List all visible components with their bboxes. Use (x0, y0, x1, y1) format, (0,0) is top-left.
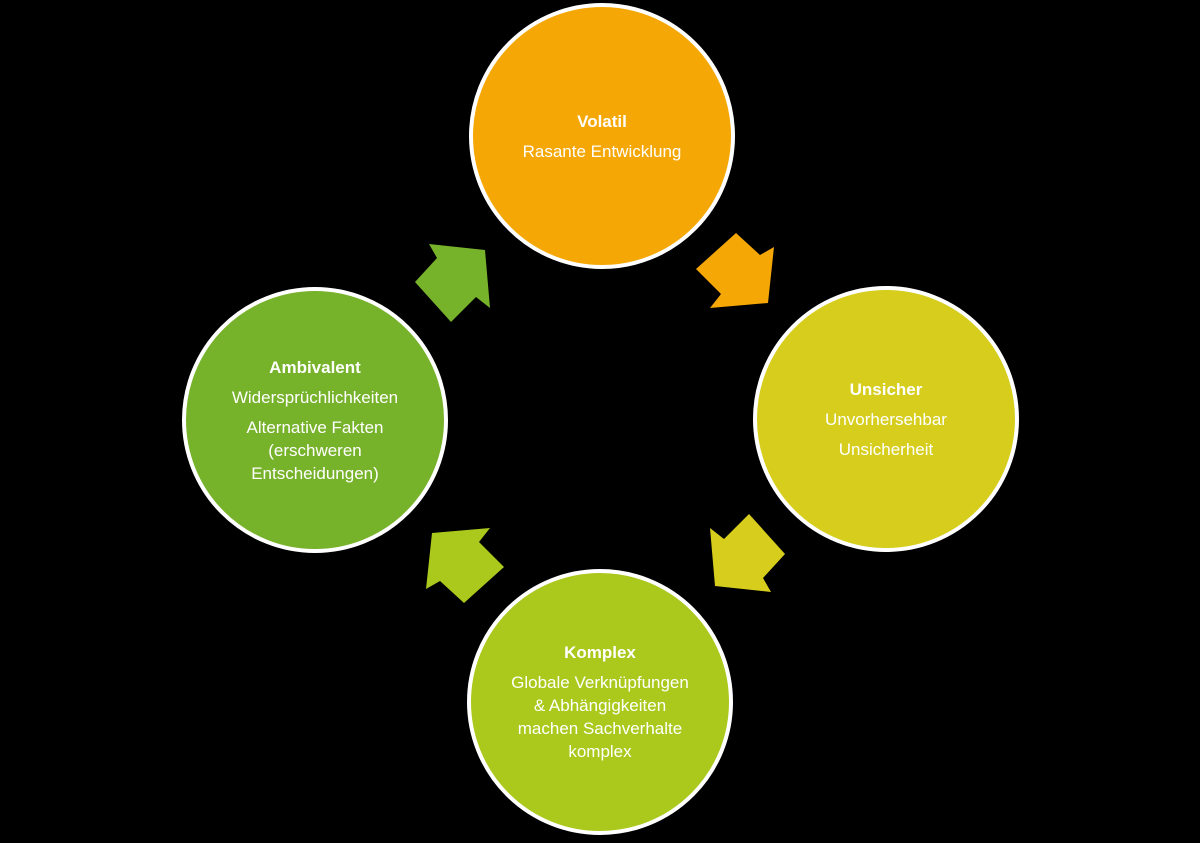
node-body-volatil: Rasante Entwicklung (523, 133, 682, 163)
node-paragraph: Widersprüchlichkeiten (231, 387, 399, 407)
cycle-arrow-komplex-to-ambivalent (426, 528, 504, 603)
node-body-komplex: Globale Verknüpfungen & Abhängigkeiten m… (511, 664, 689, 763)
node-volatil: Volatil Rasante Entwicklung (469, 3, 735, 269)
cycle-arrow-unsicher-to-komplex (710, 514, 785, 592)
node-paragraph: Globale Verknüpfungen & Abhängigkeiten m… (511, 673, 689, 761)
node-title-ambivalent: Ambivalent (269, 357, 361, 377)
node-title-volatil: Volatil (577, 111, 627, 131)
node-paragraph: Unvorhersehbar (825, 409, 947, 429)
node-paragraph: Rasante Entwicklung (522, 141, 682, 161)
cycle-arrow-volatil-to-unsicher (696, 233, 774, 308)
cycle-arrow-ambivalent-to-volatil (415, 244, 490, 322)
node-paragraph: Unsicherheit (838, 439, 934, 459)
node-paragraph: Alternative Fakten (erschweren Entscheid… (246, 417, 384, 483)
node-komplex: Komplex Globale Verknüpfungen & Abhängig… (467, 569, 733, 835)
node-title-unsicher: Unsicher (849, 379, 923, 399)
node-title-komplex: Komplex (564, 643, 636, 662)
